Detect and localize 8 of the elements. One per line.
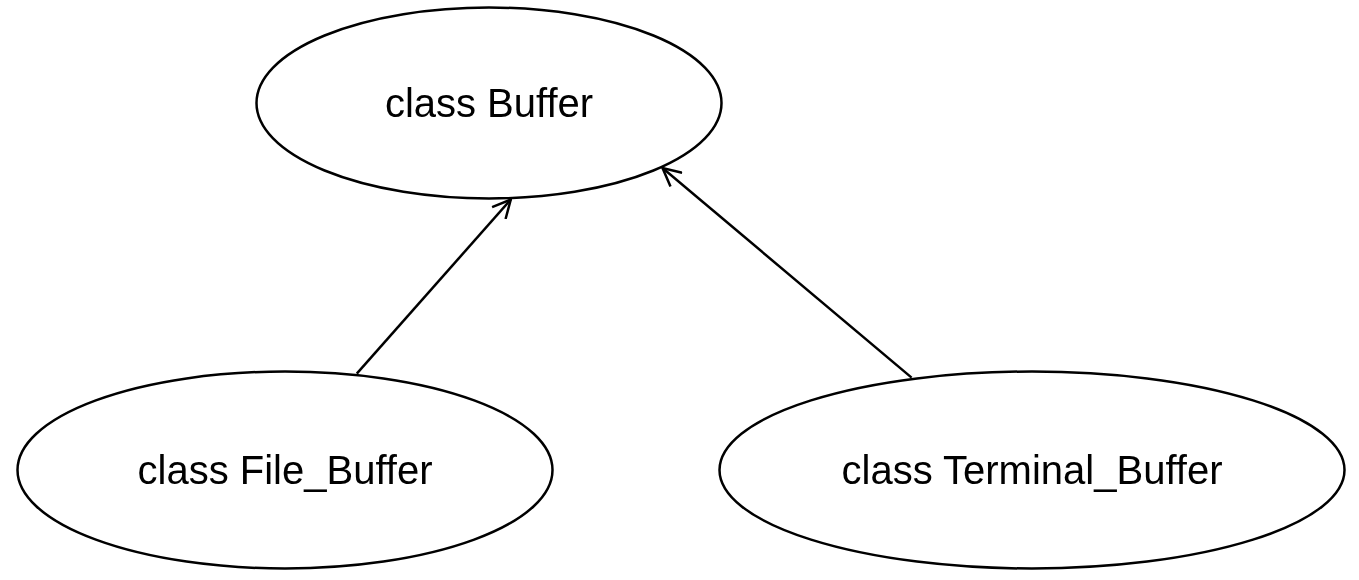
class-name: class Buffer [384,80,594,127]
class-ellipse [255,6,723,200]
class-ellipse [718,370,1346,570]
class-ellipse [16,370,554,570]
arrow [661,166,913,379]
arrow [355,198,512,375]
class-name: class Terminal_Buffer [841,447,1223,494]
class-name: class File_Buffer [137,447,433,494]
